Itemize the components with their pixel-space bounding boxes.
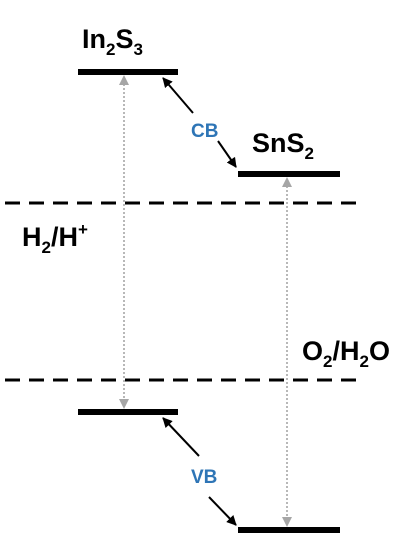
vb-transfer-arrow-bottom [208, 496, 237, 526]
cb-transfer-arrow-bottom [217, 140, 237, 168]
h2-redox-label: H2/H+ [22, 220, 88, 257]
in2s3-vb-level [78, 409, 178, 415]
sns2-label: SnS2 [252, 128, 314, 163]
cb-transfer-arrow-top [162, 77, 194, 114]
in2s3-cb-level [78, 69, 178, 75]
vb-transfer-arrow-top [162, 417, 200, 457]
cb-label: CB [191, 121, 218, 142]
vb-label: VB [191, 467, 217, 488]
in2s3-label: In2S3 [82, 24, 143, 59]
o2-redox-label: O2/H2O [302, 336, 390, 371]
sns2-cb-level [238, 171, 340, 177]
sns2-vb-level [238, 527, 340, 533]
